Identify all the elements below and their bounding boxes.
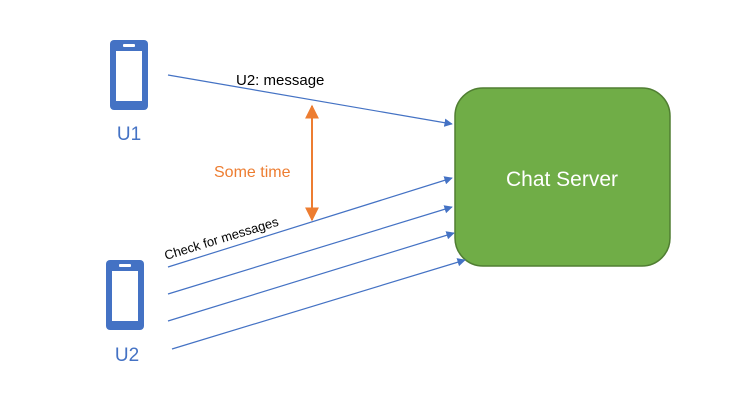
poll-arrow <box>167 231 455 322</box>
poll-arrow <box>167 205 453 295</box>
u2-node: U2 <box>106 260 144 366</box>
message-arrow <box>167 74 453 127</box>
poll-label: Check for messages <box>162 214 280 263</box>
message-label: U2: message <box>236 72 324 89</box>
phone-icon <box>110 40 148 110</box>
chat-server-node: Chat Server <box>454 87 671 267</box>
delay-label: Some time <box>214 164 291 181</box>
u1-node: U1 <box>110 40 148 145</box>
u1-label: U1 <box>117 124 141 145</box>
chat-server-label: Chat Server <box>506 168 618 191</box>
poll-arrow <box>171 258 466 350</box>
poll-arrow <box>167 176 453 268</box>
phone-icon <box>106 260 144 330</box>
u2-label: U2 <box>115 345 139 366</box>
chat-server-box <box>454 87 671 267</box>
